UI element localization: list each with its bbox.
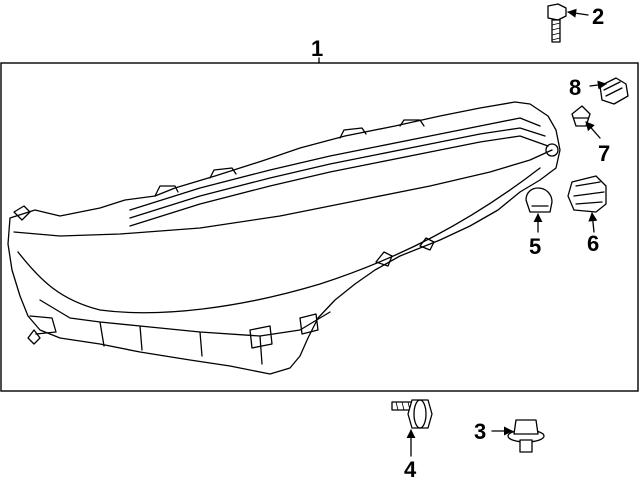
- callout-1: 1: [311, 36, 323, 61]
- bulb-icon: [525, 187, 553, 213]
- callout-6: 6: [587, 231, 599, 256]
- callout-2: 2: [592, 4, 604, 29]
- callout-7: 7: [598, 141, 610, 166]
- arrow-7: [585, 121, 601, 139]
- bulb-icon: [571, 105, 591, 127]
- bulb-socket-icon: [599, 77, 629, 105]
- flange-nut-icon: [507, 419, 545, 453]
- callout-5: 5: [529, 234, 541, 259]
- bolt-icon: [547, 3, 567, 43]
- arrow-8: [589, 80, 607, 90]
- callout-3: 3: [474, 419, 486, 444]
- washer-bolt-icon: [391, 399, 433, 429]
- arrow-6: [588, 212, 598, 233]
- headlamp-assembly-icon: [7, 101, 561, 375]
- callout-4: 4: [404, 457, 417, 482]
- bulb-socket-icon: [567, 175, 607, 213]
- arrow-2: [567, 8, 589, 18]
- callout-8: 8: [569, 75, 581, 100]
